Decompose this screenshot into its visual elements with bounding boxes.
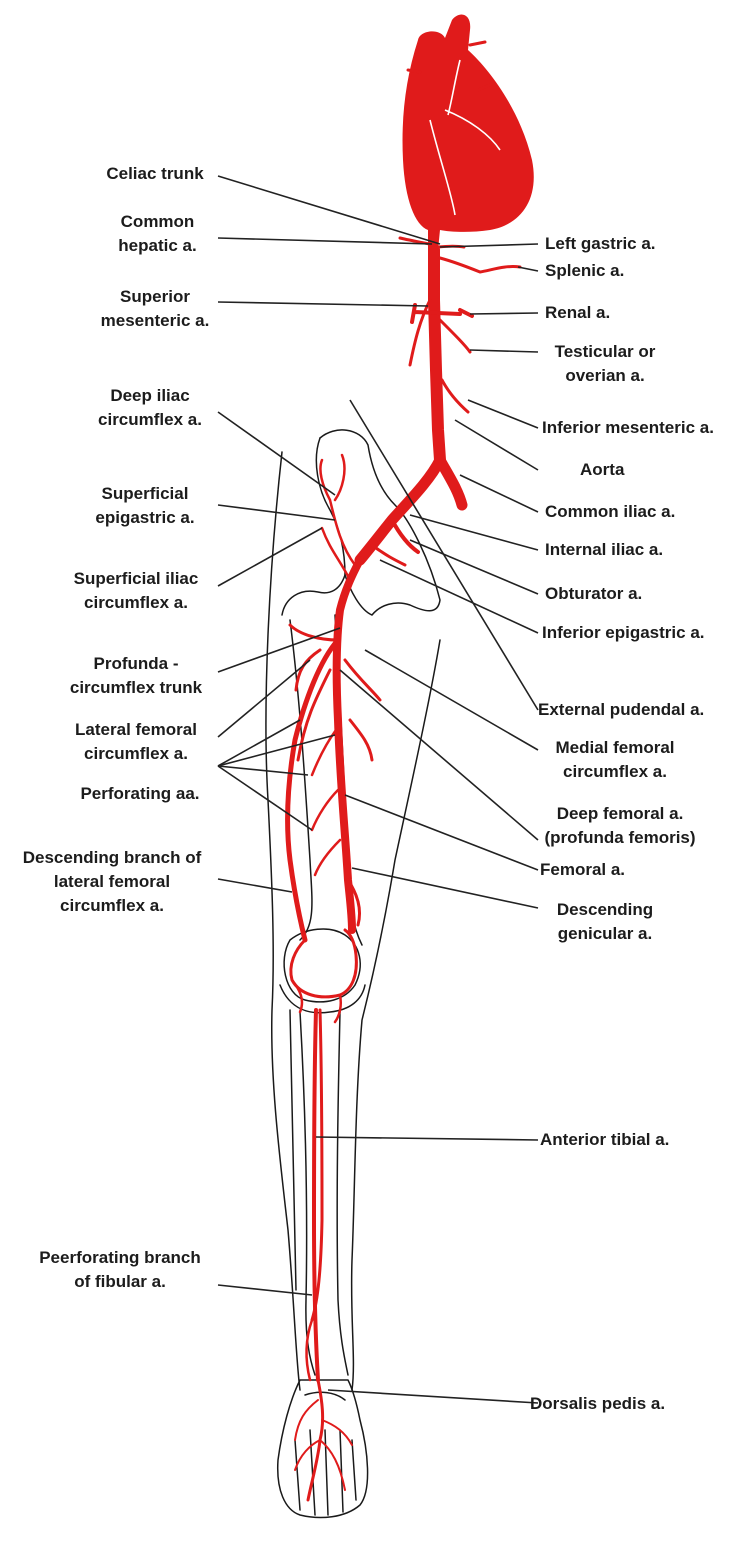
label-profunda-circumflex-trunk: Profunda - circumflex trunk	[52, 652, 220, 700]
label-medial-femoral-circumflex: Medial femoral circumflex a.	[540, 736, 690, 784]
label-aorta: Aorta	[580, 458, 624, 482]
label-testicular-ovarian: Testicular or overian a.	[540, 340, 670, 388]
label-superficial-iliac-circumflex: Superficial iliac circumflex a.	[52, 567, 220, 615]
label-femoral: Femoral a.	[540, 858, 625, 882]
label-celiac-trunk: Celiac trunk	[90, 162, 220, 186]
label-common-iliac: Common iliac a.	[545, 500, 675, 524]
label-deep-femoral: Deep femoral a. (profunda femoris)	[535, 802, 705, 850]
label-left-gastric: Left gastric a.	[545, 232, 656, 256]
label-perforating-aa: Perforating aa.	[60, 782, 220, 806]
label-anterior-tibial: Anterior tibial a.	[540, 1128, 669, 1152]
leader-lines	[218, 176, 538, 1403]
label-renal: Renal a.	[545, 301, 610, 325]
label-external-pudendal: External pudendal a.	[538, 698, 704, 722]
label-inferior-epigastric: Inferior epigastric a.	[542, 621, 705, 645]
label-internal-iliac: Internal iliac a.	[545, 538, 663, 562]
label-superior-mesenteric: Superior mesenteric a.	[90, 285, 220, 333]
arterial-tree	[288, 15, 534, 1500]
label-splenic: Splenic a.	[545, 259, 624, 283]
label-common-hepatic: Common hepatic a.	[95, 210, 220, 258]
label-descending-genicular: Descending genicular a.	[540, 898, 670, 946]
label-inferior-mesenteric: Inferior mesenteric a.	[542, 416, 714, 440]
label-descending-branch-lfc: Descending branch of lateral femoral cir…	[4, 846, 220, 918]
heart	[403, 15, 534, 250]
label-obturator: Obturator a.	[545, 582, 642, 606]
label-lateral-femoral-circumflex: Lateral femoral circumflex a.	[52, 718, 220, 766]
label-peerforating-branch-fibular: Peerforating branch of fibular a.	[20, 1246, 220, 1294]
label-superficial-epigastric: Superficial epigastric a.	[70, 482, 220, 530]
label-deep-iliac-circumflex: Deep iliac circumflex a.	[80, 384, 220, 432]
label-dorsalis-pedis: Dorsalis pedis a.	[530, 1392, 665, 1416]
